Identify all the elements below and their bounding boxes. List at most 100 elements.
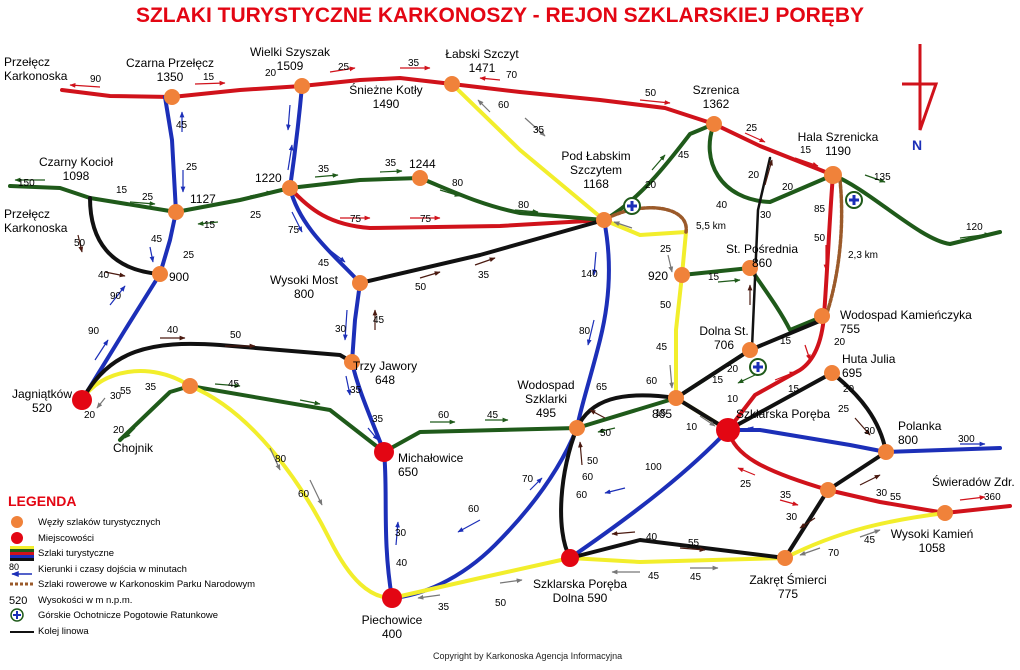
- dir-arrow: [129, 201, 156, 206]
- node-huta-julia[interactable]: [824, 365, 840, 381]
- node-zakret-smierci[interactable]: [777, 550, 793, 566]
- dir-arrow: [474, 257, 496, 266]
- node-wysoki-most[interactable]: [352, 275, 368, 291]
- node-st-posrednia[interactable]: [742, 260, 758, 276]
- bike-distance-label: 2,3 km: [848, 250, 878, 261]
- time-label: 15: [203, 72, 215, 83]
- bike-distance-label: 5,5 km: [696, 221, 726, 232]
- time-label: 25: [186, 162, 198, 173]
- place-label-line: Czarna Przełęcz: [126, 56, 214, 70]
- time-label: 65: [596, 382, 608, 393]
- node-wodospad-szklarki[interactable]: [569, 420, 585, 436]
- time-labels: 90 15 20 25 35 70 50 60 35 25 15 45 25 2…: [18, 58, 1001, 613]
- dir-arrow: [854, 417, 871, 436]
- node-czarna-przelecz[interactable]: [164, 89, 180, 105]
- time-label: 60: [646, 376, 658, 387]
- blue-trail-dolna: [568, 428, 730, 560]
- time-label: 300: [958, 434, 975, 445]
- dir-arrow: [329, 66, 356, 73]
- time-label: 40: [167, 325, 179, 336]
- town-szklarska-poreba[interactable]: [716, 418, 740, 442]
- place-label-line: 800: [294, 287, 314, 301]
- node-1127[interactable]: [168, 204, 184, 220]
- place-label-line: 1127: [190, 192, 216, 206]
- place-label-line: 1098: [63, 169, 90, 183]
- node-865[interactable]: [668, 390, 684, 406]
- dir-arrow: [744, 132, 766, 143]
- time-label: 20: [748, 170, 760, 181]
- dir-arrow: [94, 339, 109, 361]
- dir-arrow: [419, 271, 441, 279]
- time-label: 10: [686, 422, 698, 433]
- node-polanka[interactable]: [878, 444, 894, 460]
- legend-item: Węzły szlaków turystycznych: [8, 515, 308, 531]
- copyright: Copyright by Karkonoska Agencja Informac…: [433, 651, 623, 661]
- place-label-line: Szklarska Poręba: [736, 407, 830, 421]
- place-label-line: Hala Szrenicka: [798, 130, 879, 144]
- dir-arrow: [613, 221, 633, 229]
- time-label: 60: [582, 472, 594, 483]
- place-label-line: Śnieżne Kotły: [349, 82, 422, 97]
- time-label: 20: [782, 182, 794, 193]
- dir-arrow: [499, 578, 523, 584]
- node-wielki-szyszak[interactable]: [294, 78, 310, 94]
- node-labski-szczyt[interactable]: [444, 76, 460, 92]
- place-label-line: 1362: [703, 97, 730, 111]
- node-trzy-jawory[interactable]: [344, 354, 360, 370]
- time-label: 35: [438, 602, 450, 613]
- dir-arrow: [859, 474, 881, 486]
- node-920[interactable]: [674, 267, 690, 283]
- time-label: 20: [113, 425, 125, 436]
- node-pod-labskim[interactable]: [596, 212, 612, 228]
- place-label-line: Wysoki Most: [270, 273, 339, 287]
- dir-arrow: [747, 426, 771, 432]
- time-label: 35: [372, 414, 384, 425]
- place-label-line: Polanka: [898, 419, 942, 433]
- node-szrenica[interactable]: [706, 116, 722, 132]
- time-label: 30: [395, 528, 407, 539]
- town-symbol-icon: [11, 531, 23, 544]
- time-label: 10: [727, 394, 739, 405]
- node-wodospad-kamienczyka[interactable]: [814, 308, 830, 324]
- place-label-line: 1168: [583, 177, 609, 191]
- place-label-line: 800: [898, 433, 918, 447]
- dir-arrow: [326, 247, 346, 263]
- node-hala-szrenicka[interactable]: [824, 166, 842, 184]
- place-label-line: Wodospad Kamieńczyka: [840, 308, 972, 322]
- node-wysoki-kamien[interactable]: [937, 505, 953, 521]
- legend-title: LEGENDA: [8, 493, 77, 509]
- node-1220[interactable]: [282, 180, 298, 196]
- town-michalowice[interactable]: [374, 442, 394, 462]
- node-chojnik-junction[interactable]: [182, 378, 198, 394]
- trail-nodes: [72, 76, 953, 608]
- time-label: 60: [438, 410, 450, 421]
- node-1244[interactable]: [412, 170, 428, 186]
- legend-label: Wysokości w m n.p.m.: [38, 594, 133, 606]
- node-symbol-icon: [11, 516, 23, 528]
- time-label: 15: [788, 384, 800, 395]
- time-label: 70: [522, 474, 534, 485]
- node-828[interactable]: [820, 482, 836, 498]
- time-label: 15: [116, 185, 128, 196]
- place-label-line: 520: [32, 401, 52, 415]
- time-label: 25: [838, 404, 850, 415]
- town-szklarska-dolna[interactable]: [561, 549, 579, 567]
- node-dolna-st[interactable]: [742, 342, 758, 358]
- dir-arrow: [194, 80, 226, 86]
- dir-arrow: [804, 344, 811, 361]
- time-label: 40: [646, 532, 658, 543]
- place-label-line: Chojnik: [113, 441, 154, 455]
- town-jagniatkow[interactable]: [72, 390, 92, 410]
- time-label: 45: [690, 572, 702, 583]
- town-piechowice[interactable]: [382, 588, 402, 608]
- node-900[interactable]: [152, 266, 168, 282]
- time-label: 25: [740, 479, 752, 490]
- place-label-line: Przełęcz: [4, 207, 50, 221]
- label-swieradow: Świeradów Zdr.: [932, 474, 1015, 489]
